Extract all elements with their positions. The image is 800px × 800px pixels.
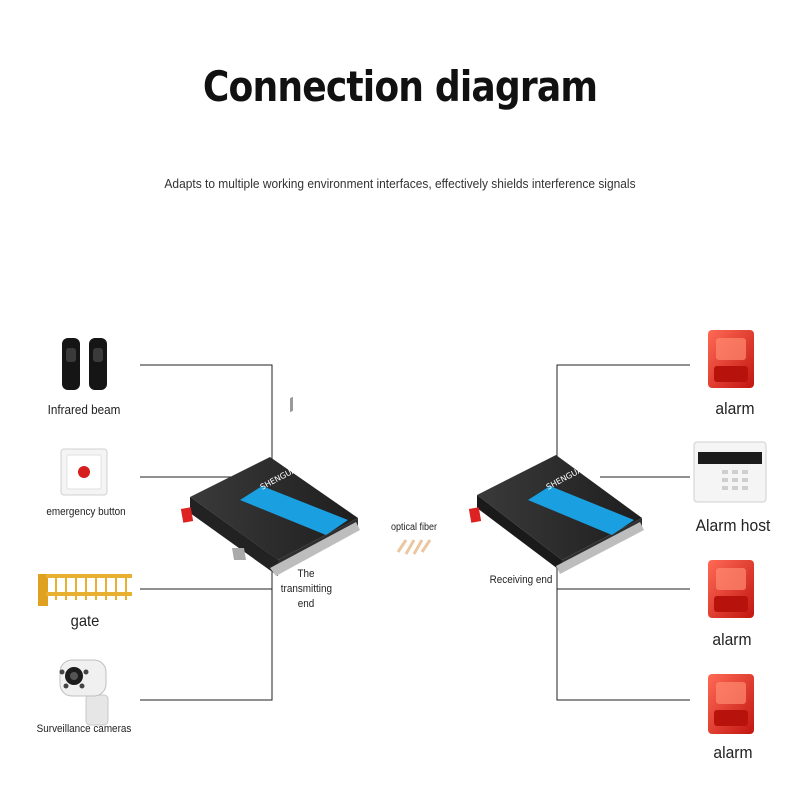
label-surveillance-cameras: Surveillance cameras <box>36 723 132 735</box>
label-transmitting-end-line-3: end <box>297 598 315 610</box>
label-emergency-button: emergency button <box>46 506 126 518</box>
label-infrared-beam: Infrared beam <box>47 402 121 417</box>
label-receiving-end: Receiving end <box>489 574 553 586</box>
alarm-host-panel-icon <box>693 441 767 503</box>
page-subtitle: Adapts to multiple working environment i… <box>164 176 636 191</box>
alarm-siren-icon <box>708 330 754 388</box>
label-alarm-2: alarm <box>712 630 752 649</box>
barrier-gate-icon <box>38 574 132 606</box>
infrared-beam-icon <box>62 338 107 390</box>
optical-fiber-line <box>352 539 470 555</box>
label-gate: gate <box>70 613 100 630</box>
surveillance-camera-icon <box>59 659 109 726</box>
label-alarm-1: alarm <box>715 399 755 418</box>
label-transmitting-end-line-1: The <box>297 568 315 580</box>
transmitter-device-icon: SHENGUANG <box>180 396 360 576</box>
right-connection-lines <box>556 364 690 701</box>
label-alarm-3: alarm <box>713 743 753 762</box>
page-title: Connection diagram <box>202 62 598 111</box>
alarm-siren-icon <box>708 674 754 734</box>
label-transmitting-end-line-2: transmitting <box>280 583 332 595</box>
alarm-siren-icon <box>708 560 754 618</box>
emergency-button-icon <box>60 448 108 496</box>
label-transmitting-end: The transmitting end <box>280 567 332 612</box>
label-alarm-host: Alarm host <box>695 516 771 535</box>
receiver-device-icon: SHENGUANG <box>468 455 644 574</box>
left-connection-lines <box>140 364 273 701</box>
label-optical-fiber: optical fiber <box>390 522 438 533</box>
